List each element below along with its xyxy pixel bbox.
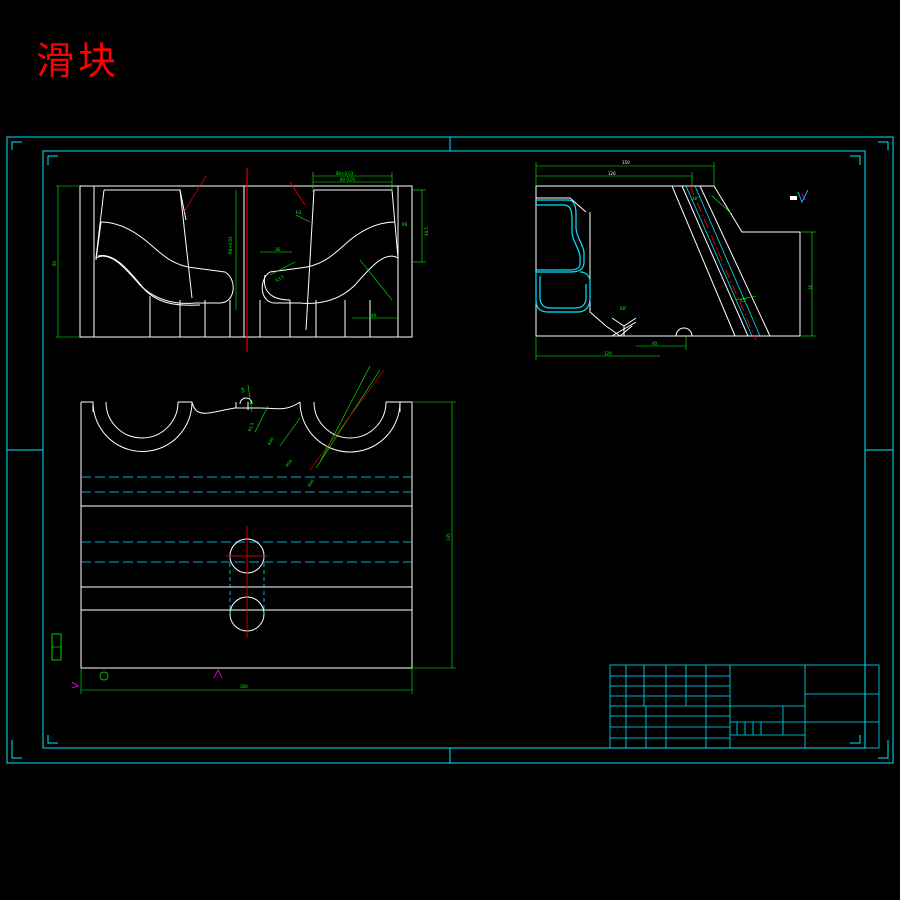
dim-front-c: 40 [371,313,377,318]
dim-front-b: 36 [275,247,281,252]
dim-side-top: 150 [622,160,630,165]
dim-front-left: 90 [52,260,57,266]
dim-front-a: R3.5 [275,274,286,283]
sheet-frame [6,136,894,764]
dim-side-bottom2: 40 [652,341,658,346]
roughness-symbol [790,189,809,203]
dim-side-angle3: 30° [692,196,699,201]
datum-symbol [51,633,223,689]
dim-side-bottom1: 129 [604,351,612,356]
title-block [609,664,880,749]
dim-front-right: 44.5 [424,227,429,236]
drawing-title: 滑块 [36,39,120,83]
dim-plan-bottom: 300 [240,684,248,689]
dim-front-r2: R8 [402,222,408,227]
dim-front-top2: 80 0.05 [340,177,356,182]
dim-plan-right: 135 [446,533,451,541]
side-view: 150 126 36 129 40 68° 45° 30° [535,160,816,360]
dim-side-angle2: 45° [740,298,747,303]
dim-side-top2: 126 [608,171,616,176]
dim-front-mid-vert: R6+0.03 [228,236,233,254]
front-view: 80+0.03 80 0.05 90 R6+0.03 R3 R8 R3.5 36… [52,168,429,352]
dim-plan-r3: R40 [267,436,275,446]
dim-plan-r5: R55 [306,478,315,488]
dim-plan-r1: R5 [240,387,247,394]
dim-front-top: 80+0.03 [336,171,354,176]
dim-plan-r4: R50 [284,458,293,468]
dim-side-angle1: 68° [620,306,627,311]
dim-side-right: 36 [808,284,813,290]
dim-plan-r2: R2.5 [247,421,255,432]
dim-front-r1: R3 [296,210,302,215]
plan-view: 135 300 R5 R2.5 R40 R50 R55 [51,365,456,694]
